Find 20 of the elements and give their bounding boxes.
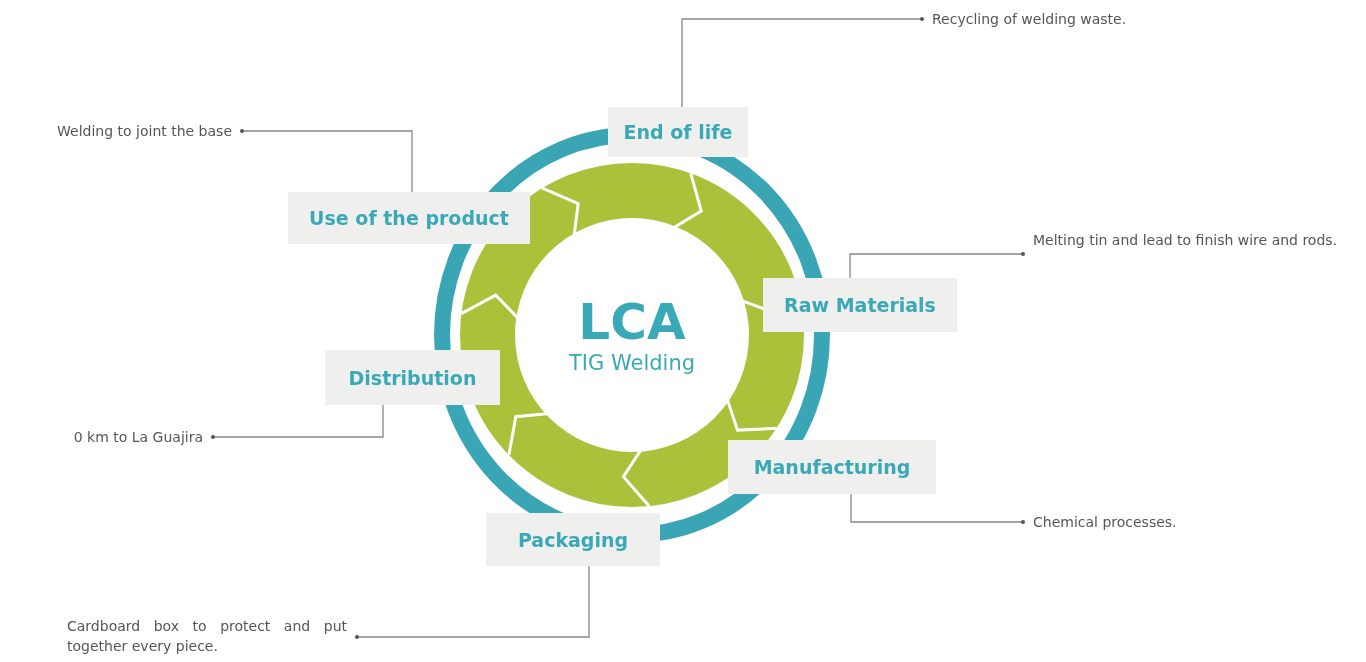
note-text: Welding to joint the base xyxy=(57,121,232,141)
note-text: Recycling of welding waste. xyxy=(932,9,1127,29)
leader-line xyxy=(211,404,384,439)
stage-label: Use of the product xyxy=(288,192,530,244)
note-text: Chemical processes. xyxy=(1033,512,1177,532)
center-subtitle: TIG Welding xyxy=(568,350,696,376)
stage-label: Manufacturing xyxy=(728,440,936,494)
leader-line xyxy=(849,252,1025,279)
stage-label: Raw Materials xyxy=(763,278,957,332)
note-text: Melting tin and lead to finish wire and rods. xyxy=(1033,230,1353,250)
leader-line xyxy=(355,565,590,639)
stage-label: Distribution xyxy=(325,350,500,405)
leader-line xyxy=(681,17,924,108)
note-text: 0 km to La Guajira xyxy=(73,427,203,447)
note-text: Cardboard box to protect and put together every piece. xyxy=(67,616,347,656)
center-title: LCA xyxy=(578,294,686,350)
stage-label: Packaging xyxy=(486,513,660,566)
stage-label: End of life xyxy=(608,107,748,157)
leader-line xyxy=(240,129,413,193)
leader-line xyxy=(850,493,1025,524)
